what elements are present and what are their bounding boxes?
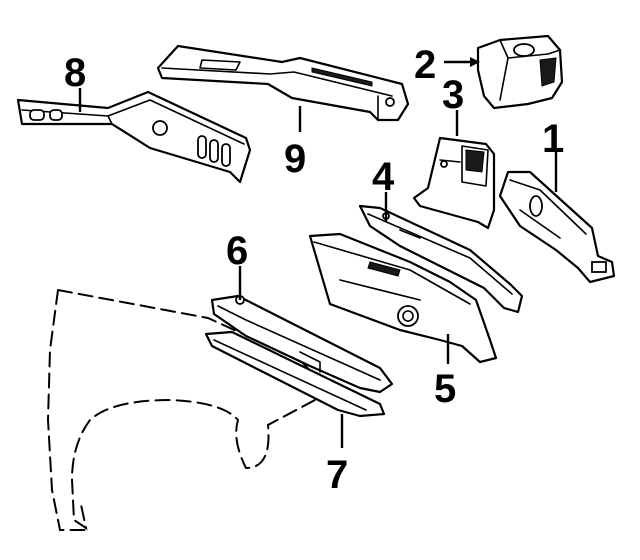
callout-1: 1: [542, 117, 564, 161]
callout-3: 3: [442, 73, 464, 117]
callout-4: 4: [372, 155, 395, 199]
part-9-upper-rail: [156, 44, 410, 122]
callout-9: 9: [284, 137, 306, 181]
part-8-frame-rail: [16, 90, 252, 184]
callout-2: 2: [414, 43, 436, 87]
fender-outline: [46, 289, 332, 531]
arrowhead-2: [470, 57, 480, 67]
callout-6: 6: [226, 229, 248, 273]
callout-5: 5: [434, 367, 456, 411]
leader-lines: [78, 57, 558, 448]
part-5-lower-rail: [308, 232, 498, 364]
part-1-side-apron: [498, 170, 616, 284]
callout-7: 7: [326, 453, 348, 497]
part-3-apron-panel: [412, 136, 496, 230]
part-2-mount-bracket: [476, 34, 564, 110]
callout-8: 8: [64, 51, 86, 95]
callout-numbers: 8 9 2 3 1 4 6 5 7: [64, 43, 564, 497]
part-4-inner-rail: [358, 204, 524, 314]
part-7-lower-strip: [204, 330, 386, 418]
part-6-upper-support: [210, 294, 394, 394]
